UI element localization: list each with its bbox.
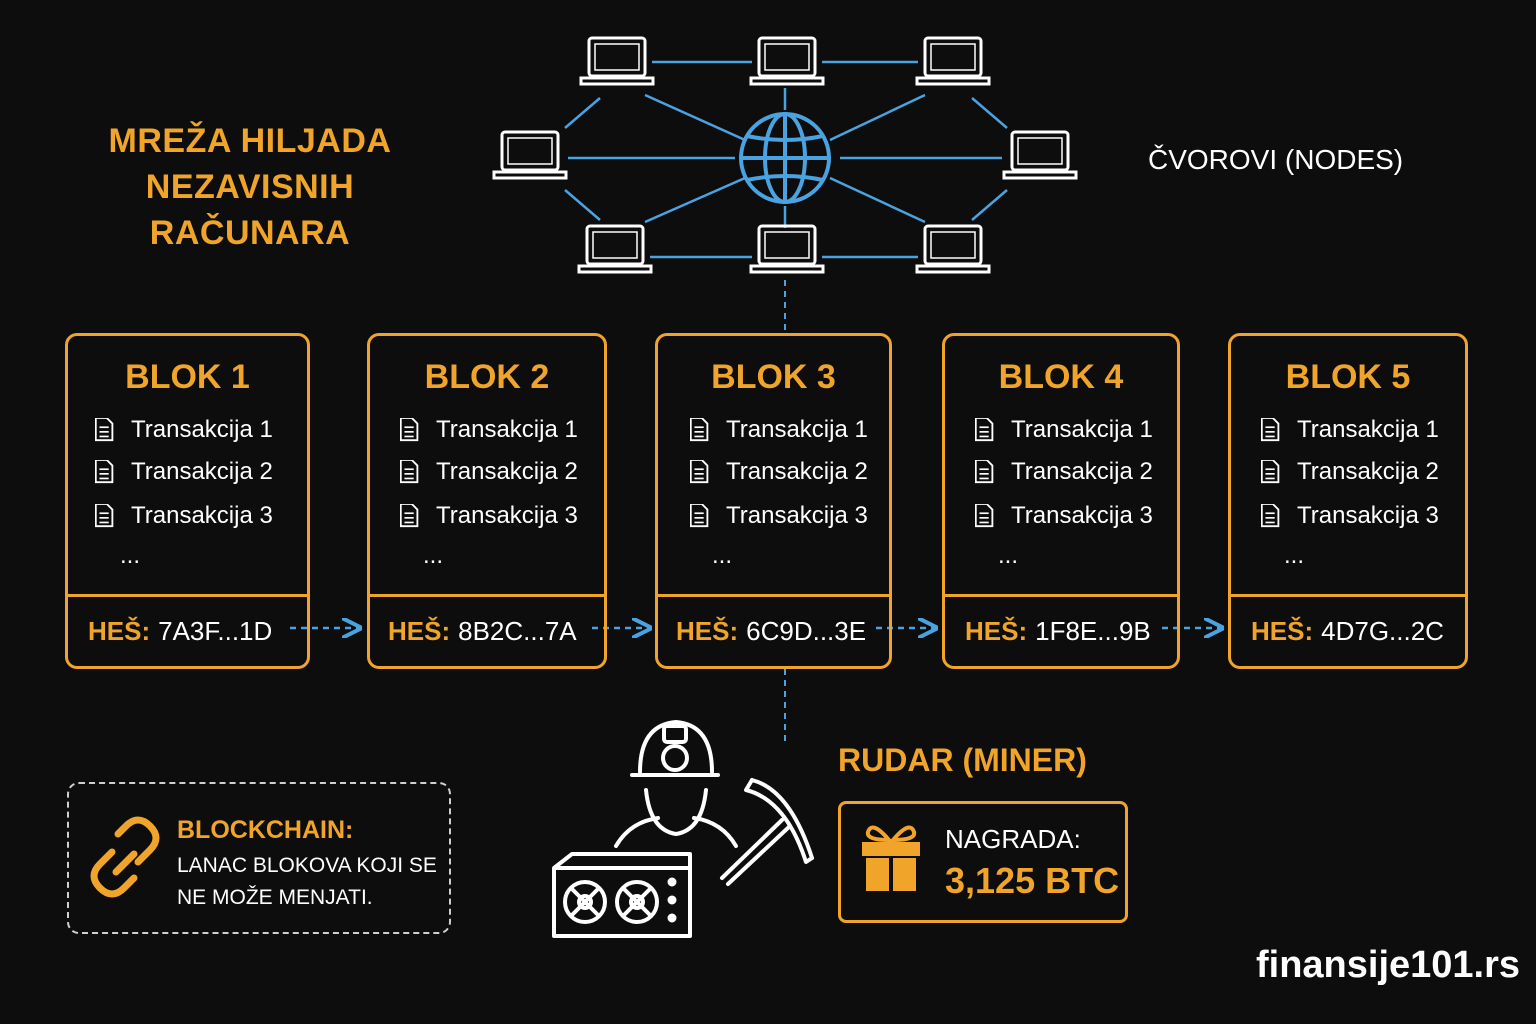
transaction-item: Transakcija 3 [95,502,273,530]
block-card: BLOK 1 Transakcija 1 Transakcija 2 Trans… [65,333,310,669]
block-hash: HEŠ:1F8E...9B [965,616,1151,647]
transaction-item: Transakcija 2 [690,458,868,486]
document-icon [1261,460,1280,484]
block-divider [68,594,307,597]
block-hash: HEŠ:7A3F...1D [88,616,272,647]
document-icon [690,460,709,484]
blockchain-description: LANAC BLOKOVA KOJI SE NE MOŽE MENJATI. [177,854,437,909]
network-title-line2: NEZAVISNIH RAČUNARA [145,168,355,252]
document-icon [95,460,114,484]
block-title: BLOK 2 [424,358,550,396]
transaction-item: Transakcija 3 [1261,502,1439,530]
transaction-item: Transakcija 2 [1261,458,1439,486]
transaction-item: Transakcija 2 [400,458,578,486]
transaction-ellipsis: ... [120,542,141,569]
transaction-item: Transakcija 1 [1261,416,1439,444]
block-card: BLOK 4 Transakcija 1 Transakcija 2 Trans… [942,333,1180,669]
transaction-ellipsis: ... [712,542,733,569]
document-icon [400,418,419,442]
document-icon [975,460,994,484]
hash-label: HEŠ: [676,616,739,646]
brand-watermark: finansije101.rs [1256,944,1521,986]
document-icon [400,460,419,484]
laptop-icon [749,224,825,274]
transaction-item: Transakcija 2 [975,458,1153,486]
miner-label: RUDAR (MINER) [838,742,1087,778]
document-icon [95,504,114,528]
gift-icon [862,825,920,891]
reward-label: NAGRADA: [945,824,1081,854]
hash-label: HEŠ: [88,616,151,646]
block-card: BLOK 5 Transakcija 1 Transakcija 2 Trans… [1228,333,1468,669]
hard-hat-miner-icon [614,720,738,848]
transaction-item: Transakcija 1 [975,416,1153,444]
nodes-label: ČVOROVI (NODES) [1148,144,1404,175]
transaction-ellipsis: ... [1284,542,1305,569]
laptop-icon [492,130,568,180]
document-icon [95,418,114,442]
chain-link-icon [90,816,160,898]
hash-label: HEŠ: [388,616,451,646]
pickaxe-icon [720,778,814,886]
hash-value: 4D7G...2C [1321,616,1444,646]
block-card: BLOK 3 Transakcija 1 Transakcija 2 Trans… [655,333,892,669]
laptop-icon [577,224,653,274]
document-icon [400,504,419,528]
block-title: BLOK 3 [711,358,836,396]
transaction-item: Transakcija 1 [690,416,868,444]
hash-label: HEŠ: [1251,616,1314,646]
reward-value: 3,125 BTC [945,860,1120,901]
laptop-icon [915,224,991,274]
globe-icon [739,112,831,204]
transaction-item: Transakcija 1 [400,416,578,444]
transaction-ellipsis: ... [423,542,444,569]
block-hash: HEŠ:4D7G...2C [1251,616,1444,647]
blockchain-title: BLOCKCHAIN: [177,816,354,844]
block-title: BLOK 1 [125,358,250,396]
block-divider [658,594,889,597]
laptop-icon [749,36,825,86]
network-title: MREŽA HILJADA NEZAVISNIH RAČUNARA [60,118,440,256]
reward-box: NAGRADA: 3,125 BTC [838,801,1128,923]
transaction-item: Transakcija 3 [975,502,1153,530]
laptop-icon [1002,130,1078,180]
hash-value: 1F8E...9B [1035,616,1151,646]
document-icon [1261,418,1280,442]
document-icon [690,418,709,442]
hash-value: 7A3F...1D [158,616,273,646]
document-icon [975,504,994,528]
block-title: BLOK 5 [1285,358,1411,396]
block-hash: HEŠ:8B2C...7A [388,616,577,647]
transaction-item: Transakcija 1 [95,416,273,444]
hash-label: HEŠ: [965,616,1028,646]
hash-value: 6C9D...3E [746,616,867,646]
block-title: BLOK 4 [998,358,1124,396]
document-icon [690,504,709,528]
network-links [564,60,1008,259]
mining-rig-icon [552,852,692,938]
block-divider [1231,594,1465,597]
transaction-item: Transakcija 2 [95,458,273,486]
document-icon [975,418,994,442]
hash-value: 8B2C...7A [458,616,577,646]
block-hash: HEŠ:6C9D...3E [676,616,866,647]
transaction-item: Transakcija 3 [400,502,578,530]
block-card: BLOK 2 Transakcija 1 Transakcija 2 Trans… [367,333,607,669]
block-divider [945,594,1177,597]
document-icon [1261,504,1280,528]
laptop-icon [915,36,991,86]
block-divider [370,594,604,597]
blockchain-note: BLOCKCHAIN: LANAC BLOKOVA KOJI SE NE MOŽ… [67,782,451,934]
transaction-item: Transakcija 3 [690,502,868,530]
network-title-line1: MREŽA HILJADA [108,122,392,160]
laptop-icon [579,36,655,86]
transaction-ellipsis: ... [998,542,1019,569]
